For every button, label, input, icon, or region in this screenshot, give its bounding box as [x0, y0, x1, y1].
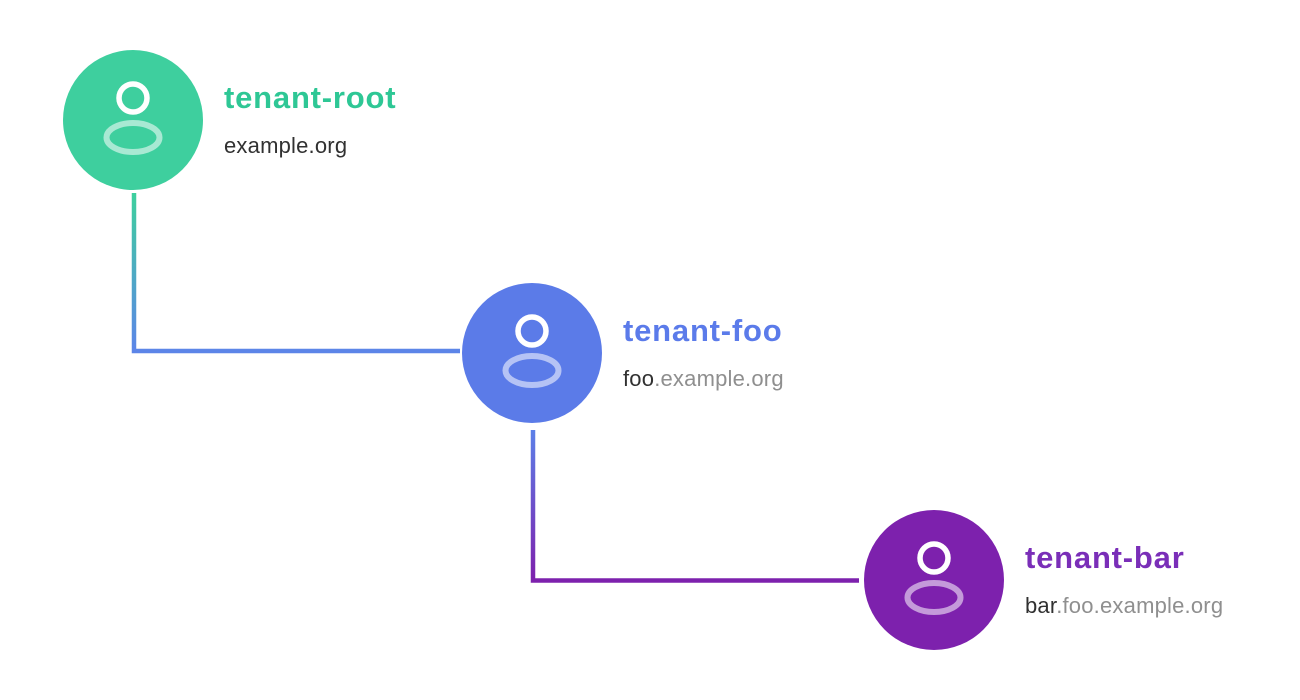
tenant-name: tenant-bar: [1025, 540, 1185, 575]
tenant-bar-labels: tenant-bar bar.foo.example.org: [1025, 542, 1223, 618]
person-icon: [103, 81, 163, 155]
tenant-foo-labels: tenant-foo foo.example.org: [623, 315, 784, 391]
connector-root-to-foo: [131, 193, 460, 354]
connector-foo-to-bar: [530, 430, 859, 583]
tenant-domain: foo.example.org: [623, 366, 784, 391]
tenant-root-labels: tenant-root example.org: [224, 82, 396, 158]
tenant-bar-avatar: [864, 510, 1004, 650]
domain-muted-part: .example.org: [654, 366, 784, 391]
domain-strong-part: foo: [623, 366, 655, 391]
person-icon: [502, 314, 562, 388]
node-tenant-root: tenant-root example.org: [63, 50, 396, 190]
person-icon: [904, 541, 964, 615]
domain-strong-part: example.org: [224, 133, 348, 158]
node-tenant-foo: tenant-foo foo.example.org: [462, 283, 784, 423]
node-tenant-bar: tenant-bar bar.foo.example.org: [864, 510, 1223, 650]
tenant-domain: example.org: [224, 133, 396, 158]
tenant-root-avatar: [63, 50, 203, 190]
domain-muted-part: .foo.example.org: [1056, 593, 1224, 618]
tenant-name: tenant-foo: [623, 313, 783, 348]
tenant-domain: bar.foo.example.org: [1025, 593, 1224, 618]
tenant-name: tenant-root: [224, 80, 397, 115]
tenant-foo-avatar: [462, 283, 602, 423]
domain-strong-part: bar: [1025, 593, 1057, 618]
